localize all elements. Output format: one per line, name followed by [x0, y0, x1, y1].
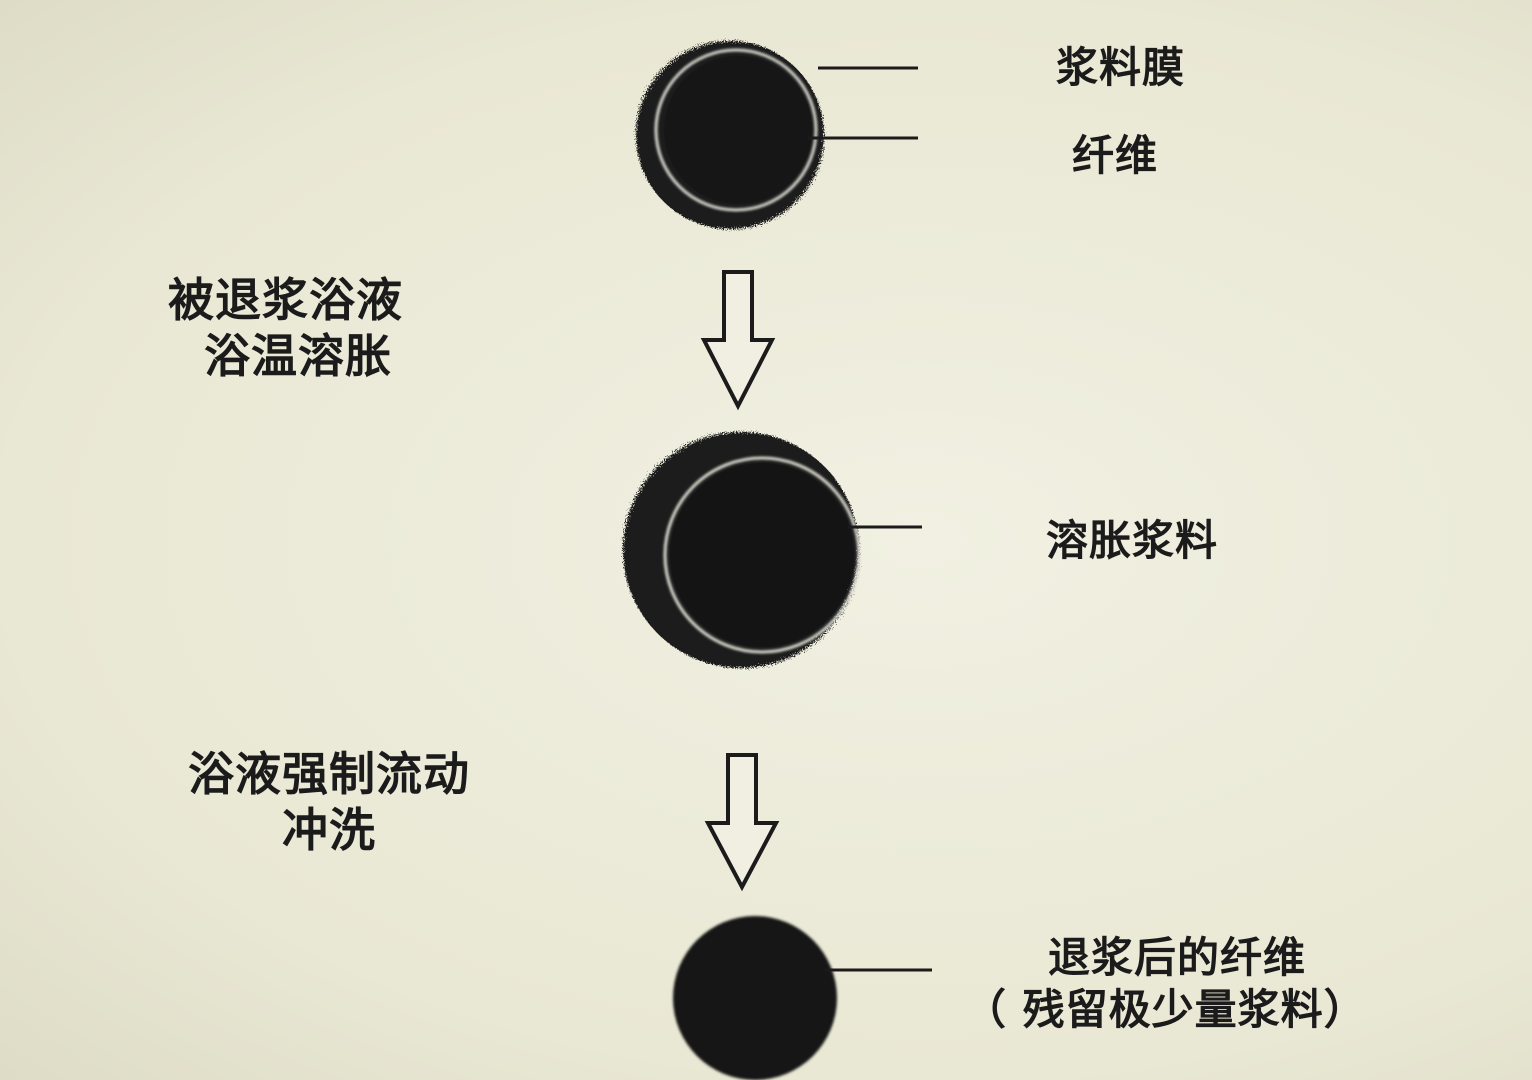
step2-label: 浴液强制流动 冲洗 [188, 746, 470, 858]
desized-fiber-figure [673, 916, 932, 1080]
swollen-size-figure [623, 432, 922, 668]
fiber-core [664, 56, 812, 204]
desized-fiber-label-line2: （ 残留极少量浆料） [964, 985, 1367, 1034]
sized-fiber-figure [636, 41, 918, 229]
step1-label-line1: 被退浆浴液 [168, 273, 403, 327]
swollen-size-label: 溶胀浆料 [1046, 516, 1219, 565]
step2-label-line2: 冲洗 [282, 803, 376, 857]
film-boundary-ring [654, 48, 818, 212]
swollen-boundary-ring [663, 456, 861, 654]
desized-fiber [673, 916, 837, 1080]
down-arrow-2 [704, 753, 780, 892]
desized-fiber-label-line1: 退浆后的纤维 [1048, 933, 1307, 982]
fiber-label: 纤维 [1072, 131, 1159, 180]
step1-label-line2: 浴温溶胀 [204, 329, 392, 383]
size-film-label: 浆料膜 [1056, 43, 1186, 92]
down-arrow-1 [700, 270, 776, 411]
step2-label-line1: 浴液强制流动 [188, 747, 470, 801]
swollen-fiber-core [670, 463, 854, 647]
desized-fiber-label: 退浆后的纤维 （ 残留极少量浆料） [964, 932, 1367, 1036]
step1-label: 被退浆浴液 浴温溶胀 [168, 272, 403, 384]
